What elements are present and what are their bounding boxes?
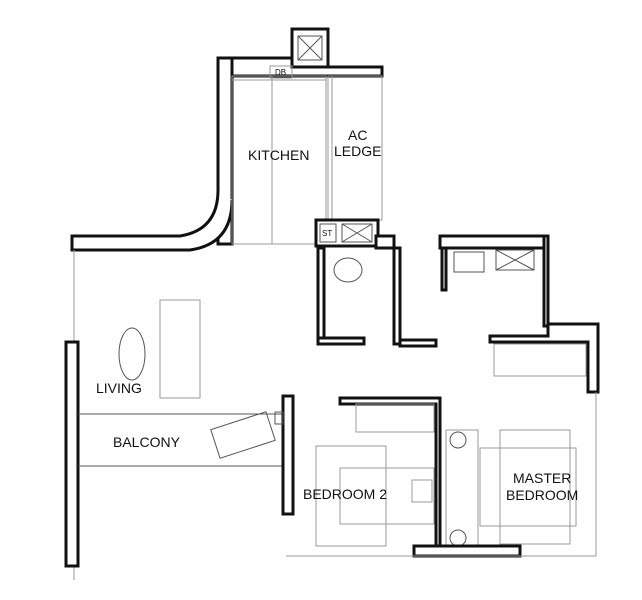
room-label-ac-ledge-line2: LEDGE: [334, 143, 382, 159]
left-wall: [64, 340, 80, 568]
room-label-kitchen: KITCHEN: [248, 147, 310, 163]
room-label-master-line2: BEDROOM: [506, 487, 579, 503]
room-label-living: LIVING: [96, 380, 142, 396]
room-label-balcony: BALCONY: [113, 434, 180, 450]
room-label-master-line1: MASTER: [513, 470, 572, 486]
room-label-ac-ledge-line1: AC: [348, 127, 368, 143]
curved-wall: [70, 189, 234, 252]
room-label-bedroom-2: BEDROOM 2: [303, 486, 388, 502]
tag-st: ST: [322, 229, 333, 238]
tag-db: DB: [275, 68, 287, 77]
